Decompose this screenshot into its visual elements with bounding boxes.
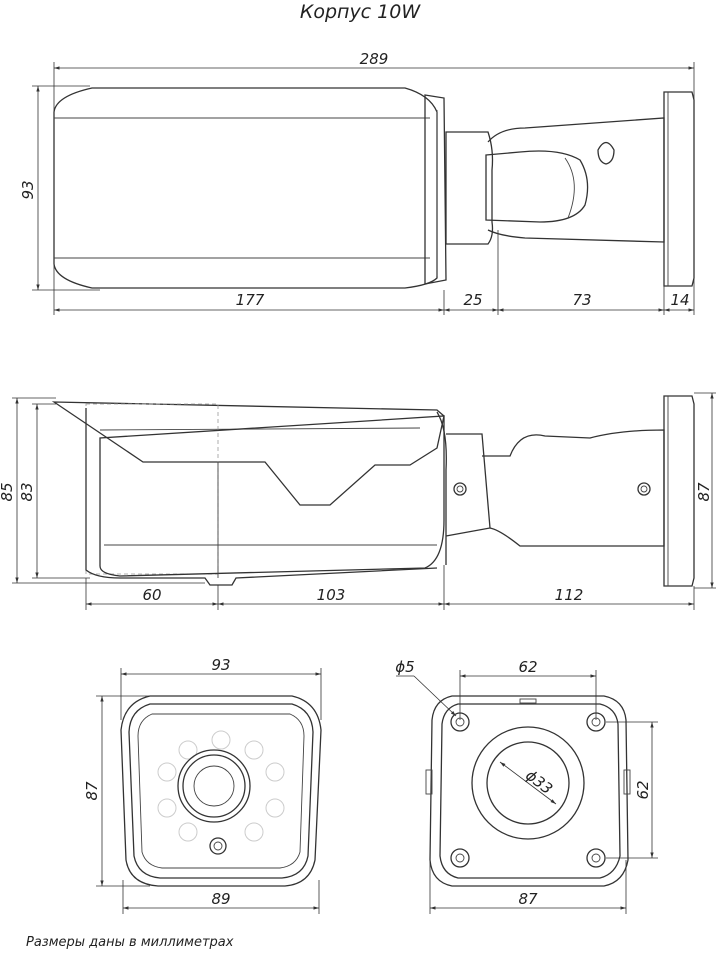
dim-base: 14 [670, 291, 689, 309]
lens [177, 749, 251, 823]
dim-width-bottom: 89 [211, 890, 230, 908]
dim-segment-c: 112 [555, 586, 584, 604]
top-view: 85 83 87 [0, 392, 716, 610]
ir-led-ring [157, 730, 285, 842]
dim-segment-a: 60 [142, 586, 161, 604]
screw-icon [637, 482, 651, 496]
base-view: 62 ϕ5 ϕ33 62 87 [395, 658, 658, 914]
dim-height: 93 [19, 180, 37, 199]
dim-body-length: 177 [236, 291, 265, 309]
side-view: 289 93 177 25 73 14 [19, 50, 695, 315]
dim-hole-spacing-h: 62 [518, 658, 537, 676]
dim-neck: 25 [463, 291, 482, 309]
mount-holes [450, 712, 606, 868]
dim-hole-diameter: ϕ5 [395, 658, 414, 676]
dim-hole-spacing-v: 62 [634, 780, 652, 799]
front-view: 93 87 89 [83, 656, 322, 914]
screw-icon [453, 482, 467, 496]
dim-overall-length: 289 [360, 50, 389, 68]
dim-height-outer: 85 [0, 482, 16, 501]
dim-width-top: 93 [211, 656, 230, 674]
drawing-title: Корпус 10W [300, 1, 422, 23]
dim-center-diameter: ϕ33 [522, 766, 556, 798]
dim-mount-height: 87 [695, 482, 713, 502]
dim-base-width: 87 [518, 890, 538, 908]
footnote: Размеры даны в миллиметрах [26, 935, 234, 950]
dim-bracket: 73 [572, 291, 591, 309]
dim-height-inner: 83 [18, 482, 36, 501]
dim-segment-b: 103 [317, 586, 346, 604]
dim-front-height: 87 [83, 781, 101, 801]
